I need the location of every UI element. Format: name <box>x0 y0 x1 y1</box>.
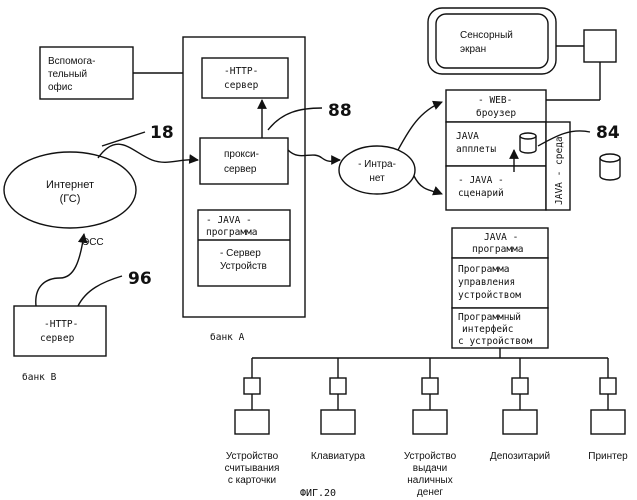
intranet-cloud: - Интра- нет <box>339 146 415 194</box>
device-connector-cash-dispenser <box>422 378 438 394</box>
device-control-line-3: устройством <box>458 290 521 301</box>
device-connector-depository <box>512 378 528 394</box>
bank-a-java-program-box: - JAVA - программа - Сервер Устройств <box>198 210 290 286</box>
intranet-line-1: - Интра- <box>358 159 396 170</box>
device-label-printer-1: Принтер <box>588 451 628 462</box>
intranet-line-2: нет <box>369 173 385 184</box>
bank-b-http-server-box: -HTTP- сервер <box>14 306 106 356</box>
bank-a-label: банк А <box>210 332 245 343</box>
device-label-keyboard-1: Клавиатура <box>311 451 366 462</box>
ref-18-leader <box>102 132 145 146</box>
java-program-stack: JAVA - программа Программа управления ус… <box>452 228 548 348</box>
bank-a-http-server-box: -HTTP- сервер <box>202 58 288 98</box>
aux-office-line-1: Вспомога- <box>48 56 95 67</box>
device-label-card-reader-2: считывания <box>225 463 280 474</box>
proxy-line-1: прокси- <box>224 149 259 160</box>
device-api-line-2: интерфейс <box>462 324 513 335</box>
ref-18: 18 <box>150 123 174 143</box>
java-script-line-2: сценарий <box>458 188 504 199</box>
ref-88: 88 <box>328 101 352 121</box>
device-connector-keyboard <box>330 378 346 394</box>
web-browser-line-2: броузер <box>476 108 516 119</box>
java-environment-stack: - WEB- броузер JAVA апплеты - JAVA - сце… <box>446 90 570 210</box>
device-box-keyboard <box>321 410 355 434</box>
device-control-line-2: управления <box>458 277 515 288</box>
aux-office-line-3: офис <box>48 81 72 93</box>
ref-84: 84 <box>596 123 620 143</box>
device-box-cash-dispenser <box>413 410 447 434</box>
ecc-label: ЭСС <box>82 237 104 248</box>
bank-a-http-line-2: сервер <box>224 80 259 91</box>
device-keyboard: Клавиатура <box>311 358 366 462</box>
device-label-card-reader-3: с карточки <box>228 475 276 486</box>
bank-a-http-line-1: -HTTP- <box>224 66 258 77</box>
aux-office-box: Вспомога- тельный офис <box>40 47 133 99</box>
intranet-to-browser-link <box>398 102 442 150</box>
intranet-to-script-link <box>414 176 442 194</box>
database-cylinder-icon <box>600 154 620 180</box>
device-connector-card-reader <box>244 378 260 394</box>
device-row: Устройствосчитыванияс карточкиКлавиатура… <box>225 358 629 498</box>
java-env-label: JAVA - среда <box>554 136 565 205</box>
web-browser-line-1: - WEB- <box>478 95 512 106</box>
device-label-depository-1: Депозитарий <box>490 451 550 462</box>
device-label-cash-dispenser-4: денег <box>417 487 443 498</box>
java-script-line-1: - JAVA - <box>458 175 504 186</box>
touch-screen-line-2: экран <box>460 44 486 55</box>
device-control-line-1: Программа <box>458 264 509 275</box>
bank-b-http-line-2: сервер <box>40 333 75 344</box>
bank-b-label: банк В <box>22 372 57 383</box>
java-applets-line-1: JAVA <box>456 131 479 142</box>
java-applets-line-2: апплеты <box>456 144 496 155</box>
device-box-printer <box>591 410 625 434</box>
internet-cloud: Интернет (ГС) <box>4 152 136 228</box>
bank-b-http-line-1: -HTTP- <box>44 319 78 330</box>
device-cash-dispenser: Устройствовыдачиналичныхденег <box>404 358 457 498</box>
device-printer: Принтер <box>588 358 628 462</box>
internet-line-1: Интернет <box>46 179 94 191</box>
device-label-card-reader-1: Устройство <box>226 451 279 462</box>
java-stack-header-2: программа <box>472 244 523 255</box>
device-server-line-1: - Сервер <box>220 248 261 259</box>
device-api-line-1: Программный <box>458 312 521 323</box>
device-box-depository <box>503 410 537 434</box>
ref-96-leader <box>78 276 122 306</box>
proxy-server-box: прокси- сервер <box>200 138 288 184</box>
device-label-cash-dispenser-3: наличных <box>407 475 452 486</box>
ref-96: 96 <box>128 269 152 289</box>
touch-screen-monitor: Сенсорный экран <box>428 8 556 74</box>
bank-a-java-line-1: - JAVA - <box>206 215 252 226</box>
touch-screen-line-1: Сенсорный <box>460 30 513 41</box>
aux-office-line-2: тельный <box>48 69 87 80</box>
device-depository: Депозитарий <box>490 358 550 462</box>
device-bus <box>252 348 608 358</box>
proxy-line-2: сервер <box>224 164 257 175</box>
java-stack-header-1: JAVA - <box>484 232 518 243</box>
internet-line-2: (ГС) <box>60 193 81 205</box>
bank-a-java-line-2: программа <box>206 227 257 238</box>
figure-caption: ФИГ.20 <box>300 488 336 499</box>
device-card-reader: Устройствосчитыванияс карточки <box>225 358 280 486</box>
device-label-cash-dispenser-1: Устройство <box>404 451 457 462</box>
bank-b-to-internet-link <box>36 234 84 306</box>
device-box-card-reader <box>235 410 269 434</box>
device-label-cash-dispenser-2: выдачи <box>413 463 447 474</box>
applet-data-cylinder-icon <box>520 133 536 153</box>
device-api-line-3: с устройством <box>458 336 533 347</box>
device-server-line-2: Устройств <box>220 261 267 272</box>
terminal-unit-box <box>584 30 616 62</box>
device-connector-printer <box>600 378 616 394</box>
